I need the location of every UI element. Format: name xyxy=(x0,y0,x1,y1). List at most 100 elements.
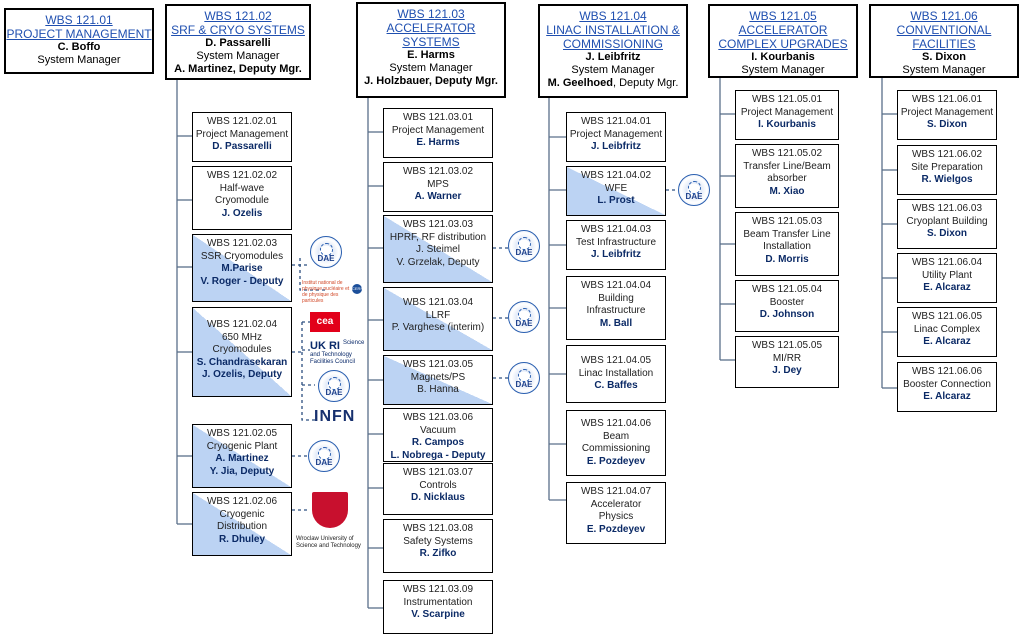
wbs-title: CONVENTIONAL FACILITIES xyxy=(896,23,992,51)
dae-logo: DAE xyxy=(508,230,540,262)
wust-label: Wroclaw University of Science and Techno… xyxy=(296,536,361,549)
wbs-number: WBS 121.03.02 xyxy=(402,166,474,177)
wbs-lead: E. Alcaraz xyxy=(923,282,971,293)
wbs-121-02-05-box: WBS 121.02.05 Cryogenic Plant A. Martine… xyxy=(192,424,292,488)
wbs-title: ACCELERATOR COMPLEX UPGRADES xyxy=(718,23,848,51)
wbs-121-04-03-box: WBS 121.04.03 Test Infrastructure J. Lei… xyxy=(566,220,666,270)
wbs-number: WBS 121.03.09 xyxy=(402,584,474,595)
wbs-lead: R. Zifko xyxy=(419,548,457,559)
wbs-lead: A. Warner xyxy=(414,191,462,202)
wbs-lead: P. Varghese (interim) xyxy=(391,322,485,333)
wust-logo xyxy=(312,492,348,528)
wbs-lead: J. Steimel xyxy=(416,244,460,255)
wbs-deputy: Y. Jia, Deputy xyxy=(209,465,275,477)
wbs-name: Project Management xyxy=(391,124,485,136)
wbs-name: Utility Plant xyxy=(921,269,972,281)
cea-logo: cea xyxy=(310,312,340,332)
wbs-121-04-header: WBS 121.04 LINAC INSTALLATION & COMMISSI… xyxy=(538,4,688,98)
wbs-121-03-01-box: WBS 121.03.01 Project Management E. Harm… xyxy=(383,108,493,158)
wbs-title: LINAC INSTALLATION & COMMISSIONING xyxy=(546,23,680,51)
system-manager-role: System Manager xyxy=(37,54,121,66)
wbs-name: Magnets/PS xyxy=(410,371,466,383)
wbs-number: WBS 121.02.06 xyxy=(206,496,278,507)
wbs-lead: D. Johnson xyxy=(759,309,815,320)
ukri-mark: UK RI xyxy=(310,340,340,352)
dae-logo: DAE xyxy=(310,236,342,268)
system-manager-role: System Manager xyxy=(902,64,986,76)
infn-logo: INFN xyxy=(314,408,356,425)
wbs-121-01-header: WBS 121.01 PROJECT MANAGEMENT C. Boffo S… xyxy=(4,8,154,74)
system-manager-name: C. Boffo xyxy=(57,41,101,53)
wbs-lead: E. Pozdeyev xyxy=(586,523,646,535)
wbs-deputy: V. Roger - Deputy xyxy=(200,275,284,287)
wbs-121-02-06-box: WBS 121.02.06 Cryogenic Distribution R. … xyxy=(192,492,292,556)
dae-logo: DAE xyxy=(678,174,710,206)
wbs-121-02-03-box: WBS 121.02.03 SSR Cryomodules M.Parise V… xyxy=(192,234,292,302)
wbs-number: WBS 121.04.07 xyxy=(580,486,652,497)
wbs-name: Project Management xyxy=(569,128,663,140)
wbs-number: WBS 121.02.01 xyxy=(206,116,278,127)
wbs-121-06-05-box: WBS 121.06.05 Linac Complex E. Alcaraz xyxy=(897,307,997,357)
wbs-number: WBS 121.06.01 xyxy=(911,94,983,105)
wbs-number: WBS 121.06.02 xyxy=(911,149,983,160)
wbs-name: Booster Connection xyxy=(903,378,991,390)
wbs-121-06-header: WBS 121.06 CONVENTIONAL FACILITIES S. Di… xyxy=(869,4,1019,78)
wbs-number: WBS 121.03.03 xyxy=(402,219,474,230)
wbs-121-04-02-box: WBS 121.04.02 WFE L. Prost xyxy=(566,166,666,216)
wbs-121-06-02-box: WBS 121.06.02 Site Preparation R. Wielgo… xyxy=(897,145,997,195)
dae-label: DAE xyxy=(515,319,533,328)
wbs-lead: L. Prost xyxy=(597,195,635,206)
wbs-number: WBS 121.04.01 xyxy=(580,116,652,127)
wbs-name: Half-wave Cryomodule xyxy=(215,182,269,207)
wbs-121-06-03-box: WBS 121.06.03 Cryoplant Building S. Dixo… xyxy=(897,199,997,249)
wbs-121-03-07-box: WBS 121.03.07 Controls D. Nicklaus xyxy=(383,463,493,515)
wbs-number: WBS 121.05.04 xyxy=(751,284,823,295)
wbs-name: Project Management xyxy=(900,106,994,118)
wbs-number: WBS 121.05.03 xyxy=(751,216,823,227)
system-manager-name: J. Leibfritz xyxy=(585,51,641,63)
wbs-lead: D. Morris xyxy=(765,253,809,265)
wbs-number: WBS 121.06.05 xyxy=(911,311,983,322)
dae-label: DAE xyxy=(685,192,703,201)
dae-logo: DAE xyxy=(318,370,350,402)
wbs-lead: A. Martinez xyxy=(215,453,269,464)
dae-label: DAE xyxy=(515,380,533,389)
system-manager-name: E. Harms xyxy=(407,49,455,61)
wbs-number: WBS 121.06.03 xyxy=(911,203,983,214)
wbs-121-05-04-box: WBS 121.05.04 Booster D. Johnson xyxy=(735,280,839,332)
wbs-lead: E. Alcaraz xyxy=(923,391,971,402)
wbs-lead: S. Dixon xyxy=(926,119,967,130)
wbs-121-04-07-box: WBS 121.04.07 Accelerator Physics E. Poz… xyxy=(566,482,666,544)
wbs-deputy: L. Nobrega - Deputy xyxy=(390,449,486,461)
wbs-121-06-01-box: WBS 121.06.01 Project Management S. Dixo… xyxy=(897,90,997,140)
wbs-number: WBS 121.02.02 xyxy=(206,170,278,181)
wbs-121-04-05-box: WBS 121.04.05 Linac Installation C. Baff… xyxy=(566,345,666,403)
wbs-number: WBS 121.04.03 xyxy=(580,224,652,235)
wbs-deputy: V. Grzelak, Deputy xyxy=(396,256,480,268)
wbs-number: WBS 121.03.04 xyxy=(402,297,474,308)
wbs-lead: S. Chandrasekaran xyxy=(196,356,288,368)
wbs-121-03-08-box: WBS 121.03.08 Safety Systems R. Zifko xyxy=(383,519,493,573)
wbs-121-03-05-box: WBS 121.03.05 Magnets/PS B. Hanna xyxy=(383,355,493,405)
wbs-name: Cryogenic Plant xyxy=(206,440,278,452)
wbs-number: WBS 121.04.05 xyxy=(580,355,652,366)
wbs-name: 650 MHz Cryomodules xyxy=(212,331,272,356)
wbs-number: WBS 121.03.05 xyxy=(402,359,474,370)
wbs-lead: E. Harms xyxy=(416,137,460,148)
wbs-name: Project Management xyxy=(195,128,289,140)
system-manager-role: System Manager xyxy=(196,50,280,62)
wbs-number: WBS 121.03.06 xyxy=(402,412,474,423)
wbs-121-03-02-box: WBS 121.03.02 MPS A. Warner xyxy=(383,162,493,212)
wbs-lead: J. Ozelis xyxy=(221,207,263,219)
wbs-name: Linac Complex xyxy=(913,323,981,335)
wbs-121-05-05-box: WBS 121.05.05 MI/RR J. Dey xyxy=(735,336,839,388)
wbs-lead: E. Pozdeyev xyxy=(586,455,646,467)
wbs-number: WBS 121.06.06 xyxy=(911,366,983,377)
deputy-role: , Deputy Mgr. xyxy=(612,77,679,89)
wbs-number: WBS 121.04.02 xyxy=(580,170,652,181)
ukri-label: Science and Technology Facilities Counci… xyxy=(310,340,365,365)
dae-label: DAE xyxy=(515,248,533,257)
wbs-121-02-header: WBS 121.02 SRF & CRYO SYSTEMS D. Passare… xyxy=(165,4,311,80)
wbs-lead: J. Leibfritz xyxy=(590,249,641,260)
cern-logo: CERN xyxy=(352,284,363,294)
